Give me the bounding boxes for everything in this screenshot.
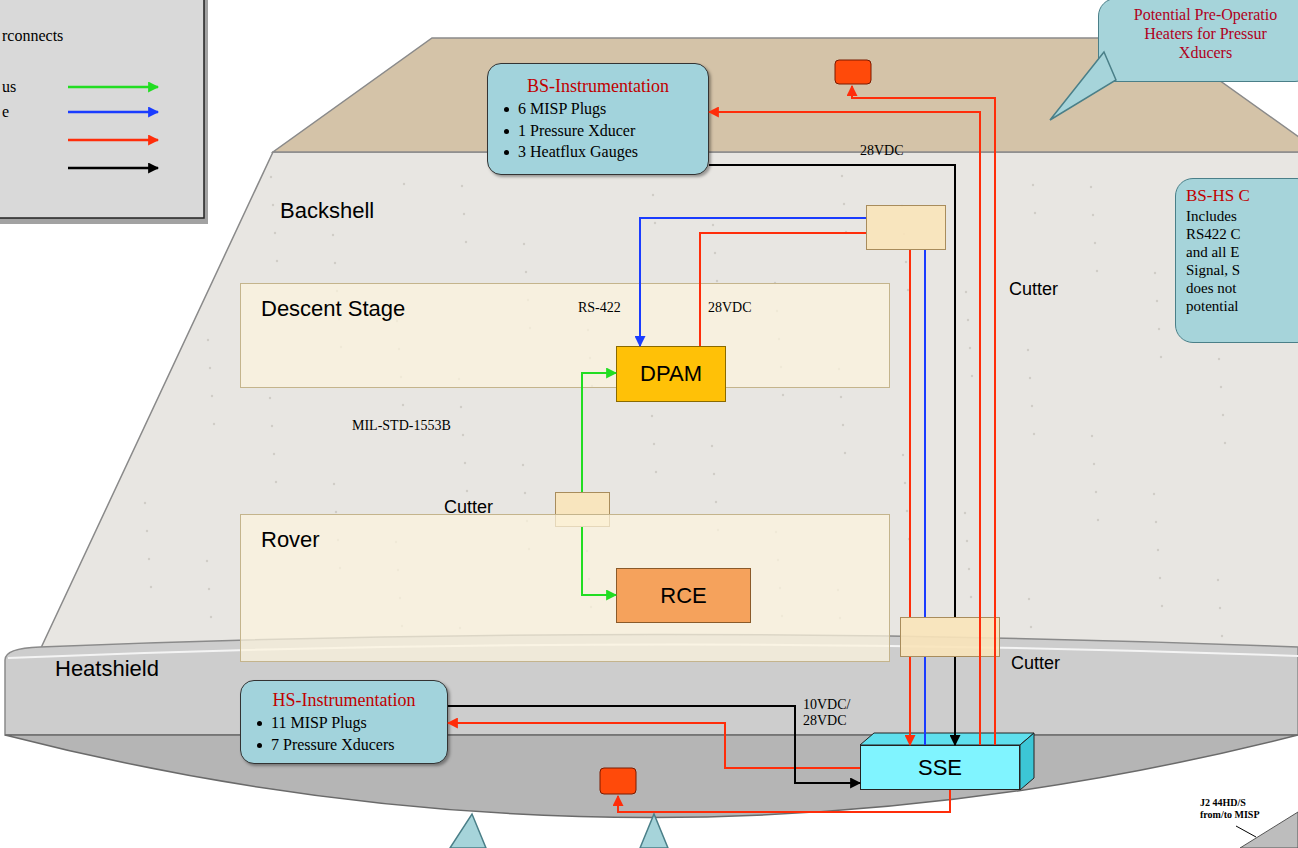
region-label: Heatshield	[55, 656, 159, 682]
box-heading: BS-Instrumentation	[527, 75, 669, 98]
legend-line	[68, 139, 158, 142]
unit-box: RCE	[616, 568, 751, 623]
instrument-box: BS-Instrumentation6 MISP Plugs1 Pressure…	[487, 63, 709, 175]
signal-label: 28VDC	[708, 300, 752, 316]
heatshield-band	[5, 635, 1298, 736]
leader-line	[1236, 826, 1256, 837]
box-title: RCE	[660, 583, 706, 609]
wire-connector	[909, 250, 911, 617]
stage-box: Descent StageDPAM	[240, 283, 890, 388]
backshell-cone	[40, 152, 1298, 650]
legend-text: us	[2, 78, 16, 96]
box-title: SSE	[918, 755, 962, 781]
callout-tail	[450, 814, 486, 848]
list-item: 6 MISP Plugs	[500, 98, 696, 120]
part-label: Cutter	[444, 497, 493, 518]
heatshield-shell-outline	[0, 620, 1298, 848]
legend-heading: rconnects	[2, 27, 63, 45]
wire-connector	[909, 657, 911, 745]
callout-heading: BS-HS C	[1186, 185, 1250, 207]
region-label: Backshell	[280, 198, 374, 224]
list-item: 3 Heatflux Gauges	[500, 141, 696, 163]
heatshield-rim	[8, 644, 1298, 658]
box-title: Rover	[261, 527, 869, 553]
heater	[835, 60, 871, 84]
instrument-box: HS-Instrumentation11 MISP Plugs7 Pressur…	[240, 680, 448, 764]
box-title: Descent Stage	[261, 296, 869, 322]
callout-text: Potential Pre-Operatio Heaters for Press…	[1122, 5, 1290, 63]
legend-line	[68, 86, 158, 89]
signal-label: RS-422	[578, 300, 621, 316]
cutter-box: Cutter	[900, 617, 1000, 657]
callout-tail	[640, 814, 668, 848]
wire-connector	[924, 657, 926, 745]
wire-connector	[924, 250, 926, 617]
legend-line	[68, 167, 158, 170]
heatshield-lens	[5, 735, 1298, 818]
list-item: 7 Pressure Xducers	[253, 734, 435, 756]
unit-box: DPAM	[616, 346, 726, 402]
electronics-box: SSE	[860, 745, 1020, 790]
wire-connector	[954, 657, 956, 745]
signal-label: 28VDC	[860, 143, 904, 159]
box-title: DPAM	[640, 361, 702, 387]
legend-text: e	[2, 103, 9, 121]
cutter-box: Cutter	[866, 205, 946, 250]
heatshield-shell: HeatshieldHS-Instrumentation11 MISP Plug…	[0, 620, 1298, 848]
signal-label: MIL-STD-1553B	[352, 418, 451, 434]
list-item: 1 Pressure Xducer	[500, 120, 696, 142]
box-side-face	[1020, 733, 1034, 790]
callout-box: BS-HS CIncludes RS422 C and all E Signal…	[1175, 178, 1298, 343]
connector-label: J2 44HD/S from/to MISP	[1200, 797, 1266, 820]
signal-label: 10VDC/ 28VDC	[803, 697, 859, 729]
list-item: 11 MISP Plugs	[253, 712, 435, 734]
legend-box	[0, 0, 204, 218]
callout-text: Includes RS422 C and all E Signal, S doe…	[1186, 207, 1258, 315]
part-label: Cutter	[1011, 653, 1060, 674]
part-label: Cutter	[1009, 279, 1058, 300]
heater	[600, 768, 636, 794]
callout-box: Potential Pre-Operatio Heaters for Press…	[1098, 0, 1298, 82]
box-top-face	[860, 733, 1034, 745]
legend-line	[68, 111, 158, 114]
box-heading: HS-Instrumentation	[273, 689, 416, 712]
stage-box: RoverRCE	[240, 514, 890, 662]
